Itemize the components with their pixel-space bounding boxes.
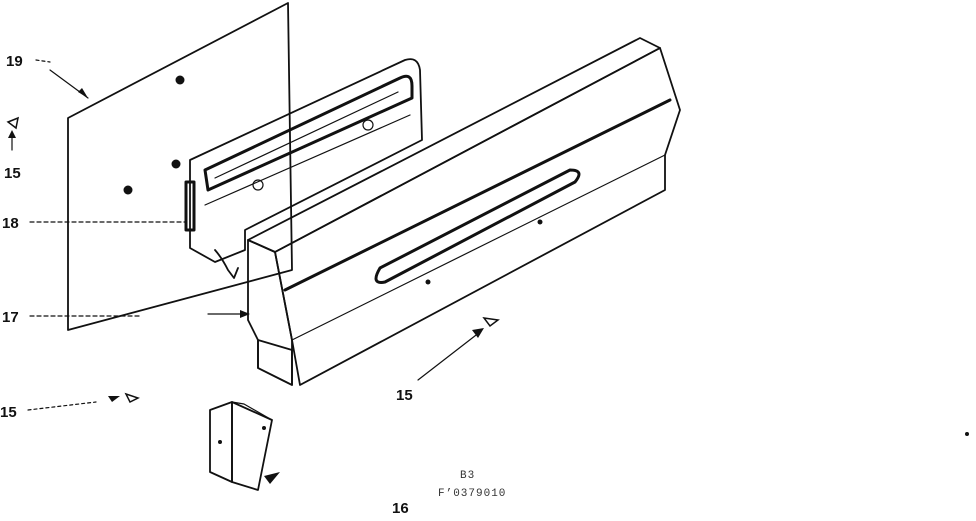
callout-18: 18 — [2, 215, 19, 232]
screw-icon — [6, 116, 20, 130]
callout-15-top: 15 — [4, 165, 21, 182]
callout-17: 17 — [2, 309, 19, 326]
dot-mark — [965, 432, 969, 436]
caption-line-1: B3 — [460, 470, 475, 482]
callout-16: 16 — [392, 500, 409, 516]
callout-15-bottom: 15 — [396, 387, 413, 404]
caption-line-2: F’0379010 — [438, 488, 506, 500]
mounting-bracket — [209, 401, 280, 491]
screw-icon — [124, 392, 140, 404]
callout-19: 19 — [6, 53, 23, 70]
element-frame — [184, 58, 423, 279]
back-panel-plate — [67, 2, 293, 331]
control-panel-housing — [247, 37, 681, 386]
screw-icon — [482, 317, 500, 328]
leader-lines — [8, 59, 484, 411]
callout-15-left: 15 — [0, 404, 17, 421]
